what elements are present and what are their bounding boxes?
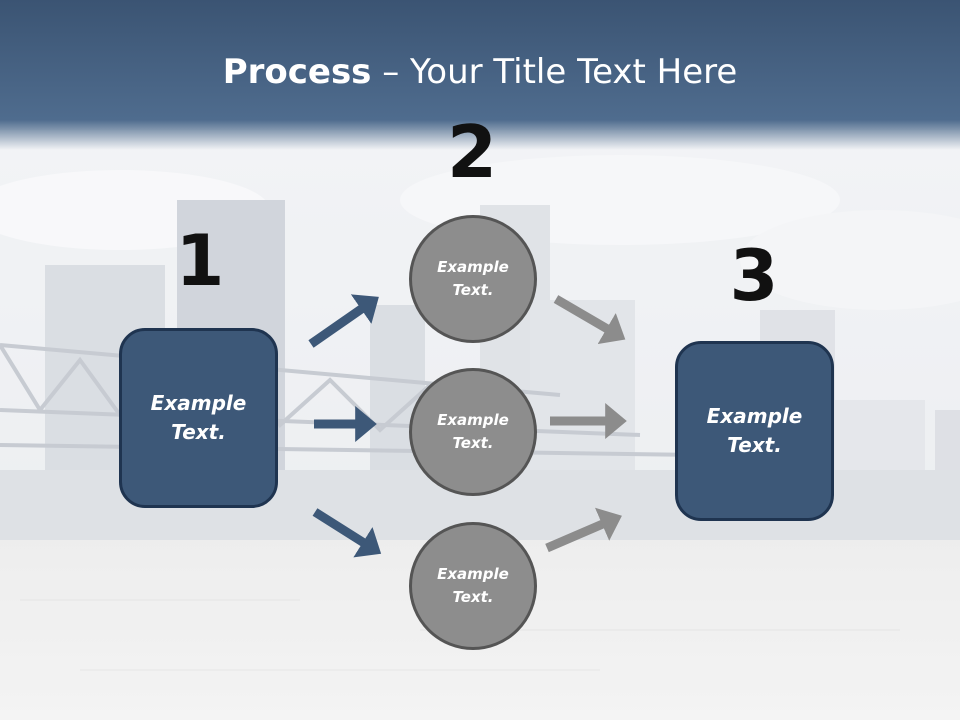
step-number-3: 3 [729,235,779,317]
title-banner [0,0,960,150]
step-2-circle-middle: Example Text. [409,368,537,496]
step-3-box: Example Text. [675,341,834,521]
slide-title: Process – Your Title Text Here [0,52,960,92]
arrow-up-right-gray [545,507,622,553]
step-2-circle-top: Example Text. [409,215,537,343]
step-1-box: Example Text. [119,328,278,508]
circle-top-text: Example Text. [437,258,509,299]
arrow-down-right-dark [312,508,382,558]
step-2-circle-bottom: Example Text. [409,522,537,650]
arrow-up-right-dark [308,294,379,348]
circle-bottom-text: Example Text. [437,565,509,606]
step-3-text: Example Text. [706,404,803,457]
circle-middle-text: Example Text. [437,411,509,452]
title-rest: – Your Title Text Here [371,52,738,92]
arrow-down-right-gray [553,295,626,345]
step-number-1: 1 [175,220,225,302]
step-1-text: Example Text. [150,391,247,444]
title-bold: Process [222,52,372,92]
step-number-2: 2 [446,110,498,194]
